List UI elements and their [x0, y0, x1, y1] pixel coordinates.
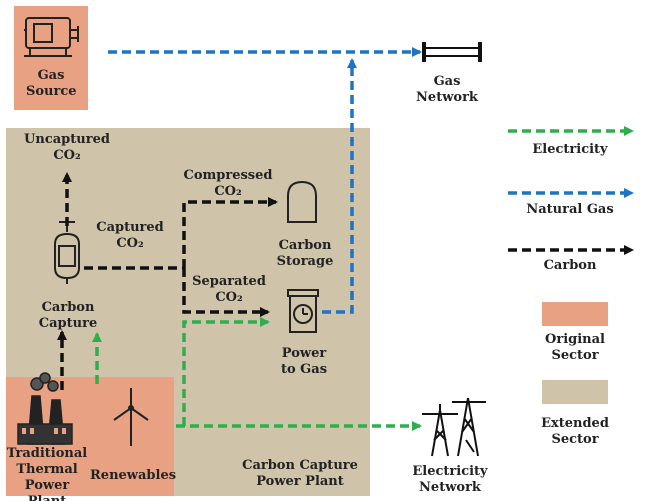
to-power-to-gas-carbon-arrow — [182, 268, 270, 317]
carbon-storage-label: Carbon Storage — [276, 238, 334, 269]
electricity-network-label: Electricity Network — [412, 464, 488, 495]
renewables-to-power-to-gas-arrow — [182, 317, 270, 426]
natural-gas-flows — [108, 47, 422, 314]
generator-icon — [24, 17, 79, 57]
legend-original-sector-swatch — [542, 302, 608, 326]
legend-extended-sector-label: Extended Sector — [541, 416, 609, 447]
legend-carbon-label: Carbon — [543, 258, 597, 273]
transmission-tower-icon — [422, 397, 486, 457]
power-to-gas-label: Power to Gas — [280, 346, 328, 377]
power-to-gas-icon — [287, 289, 319, 333]
power-to-gas-to-network-arrow — [322, 58, 357, 314]
electricity-flows — [92, 317, 422, 431]
gas-source-label: Gas Source — [26, 68, 77, 99]
traditional-plant-label: Traditional Thermal Power Plant — [6, 446, 88, 501]
compressed-co2-label: Compressed CO₂ — [183, 168, 273, 199]
legend-original-sector-label: Original Sector — [545, 332, 605, 363]
legend-electricity-label: Electricity — [532, 142, 608, 157]
separated-co2-label: Separated CO₂ — [192, 274, 266, 305]
legend-extended-sector-swatch — [542, 380, 608, 404]
legend-natural-gas-label: Natural Gas — [526, 202, 614, 217]
wind-turbine-icon — [113, 388, 149, 446]
captured-co2-label: Captured CO₂ — [96, 220, 164, 251]
to-carbon-storage-arrow — [182, 197, 278, 268]
storage-tank-icon — [287, 180, 317, 223]
ccpp-label: Carbon Capture Power Plant — [242, 458, 358, 489]
pipeline-icon — [422, 42, 482, 62]
carbon-capture-label: Carbon Capture — [38, 300, 98, 331]
power-plant-icon — [17, 372, 73, 445]
gas-network-label: Gas Network — [416, 74, 478, 105]
renewables-label: Renewables — [90, 468, 177, 483]
uncaptured-co2-label: Uncaptured CO₂ — [24, 132, 110, 163]
legend — [508, 126, 634, 404]
carbon-flows — [57, 172, 278, 390]
